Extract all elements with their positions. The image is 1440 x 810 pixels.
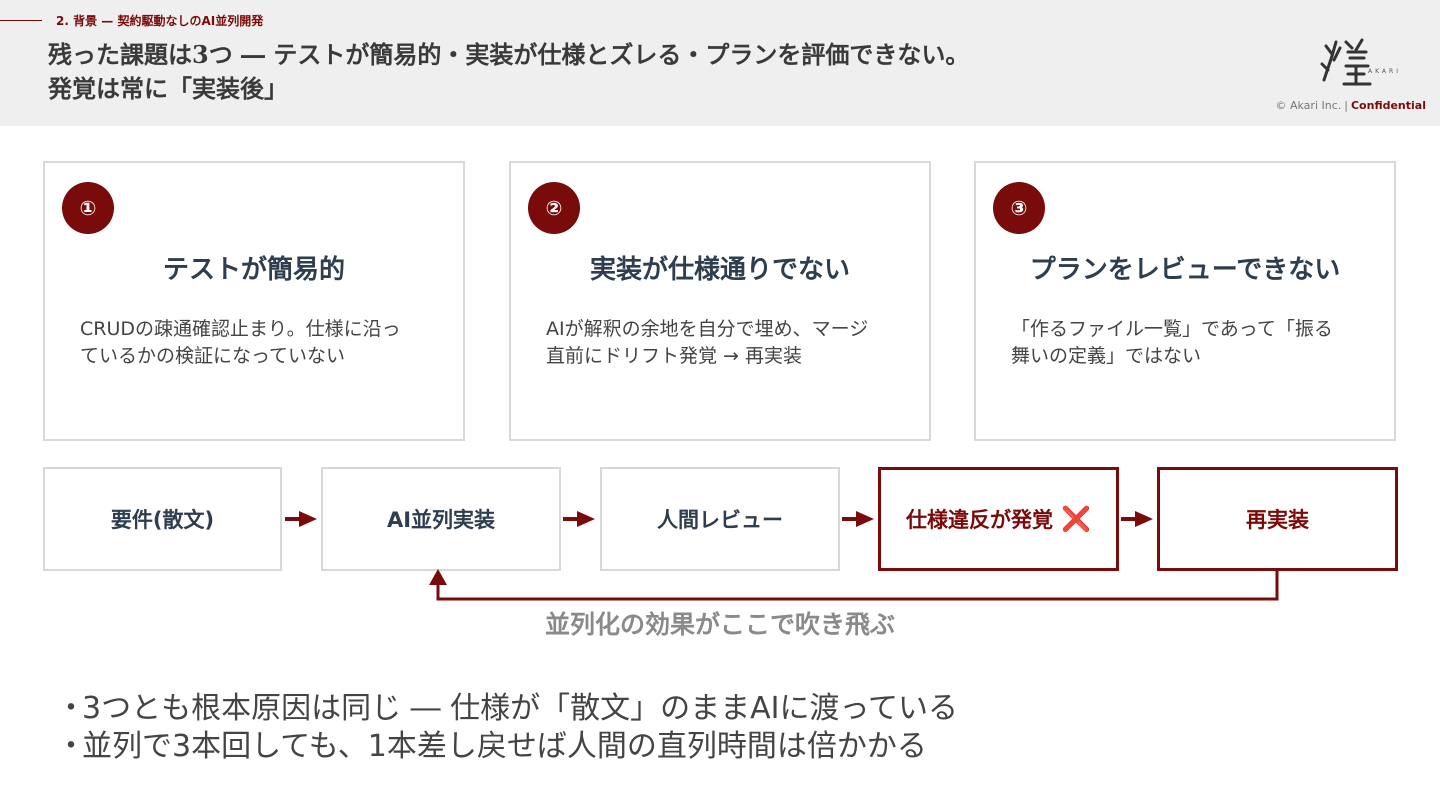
arrow-right-icon — [285, 511, 317, 527]
confidential-label: Confidential — [1350, 99, 1426, 112]
flow-step-label: 再実装 — [1246, 508, 1309, 532]
card-number-badge: ① — [62, 182, 114, 234]
bullet-mark: ・ — [56, 691, 86, 726]
card-title: テストが簡易的 — [162, 255, 345, 285]
section-divider — [0, 20, 42, 21]
logo-subtext: AKARI — [1368, 68, 1401, 75]
conclusion-item: ・3つとも根本原因は同じ ― 仕様が「散文」のままAIに渡っている — [56, 690, 958, 728]
conclusion-text: 3つとも根本原因は同じ ― 仕様が「散文」のままAIに渡っている — [82, 691, 959, 726]
flow-step-label: 人間レビュー — [657, 508, 783, 532]
arrow-right-icon — [563, 511, 595, 527]
conclusion-item: ・並列で3本回しても、1本差し戻せば人間の直列時間は倍かかる — [56, 728, 958, 766]
arrow-right-icon — [1121, 511, 1153, 527]
page-title: 残った課題は3つ ― テストが簡易的・実装が仕様とズレる・プランを評価できない。… — [48, 38, 1228, 106]
flow-step-reimplement: 再実装 — [1157, 467, 1398, 571]
card-number-badge: ② — [528, 182, 580, 234]
copyright-separator: | — [1344, 99, 1348, 112]
arrow-right-icon — [842, 511, 874, 527]
header-band: 2. 背景 — 契約駆動なしのAI並列開発 残った課題は3つ ― テストが簡易的… — [0, 0, 1440, 126]
akari-logo-icon — [1320, 38, 1372, 86]
flow-step-label: AI並列実装 — [386, 508, 496, 532]
flow-step-label: 要件(散文) — [110, 508, 215, 532]
title-line-2: 発覚は常に「実装後」 — [48, 74, 288, 103]
cross-icon: ❌ — [1061, 505, 1091, 533]
bullet-mark: ・ — [56, 729, 86, 764]
conclusion-list: ・3つとも根本原因は同じ ― 仕様が「散文」のままAIに渡っている ・並列で3本… — [56, 690, 958, 766]
conclusion-text: 並列で3本回しても、1本差し戻せば人間の直列時間は倍かかる — [82, 729, 927, 764]
flow-step-human-review: 人間レビュー — [600, 467, 840, 571]
issue-card-1: ① テストが簡易的 CRUDの疎通確認止まり。仕様に沿っているかの検証になってい… — [43, 161, 465, 441]
issue-card-3: ③ プランをレビューできない 「作るファイル一覧」であって「振る舞いの定義」では… — [974, 161, 1396, 441]
flow-step-ai-parallel: AI並列実装 — [321, 467, 561, 571]
copyright-text: © Akari Inc. — [1275, 99, 1342, 112]
card-number-badge: ③ — [993, 182, 1045, 234]
flow-step-requirements: 要件(散文) — [43, 467, 282, 571]
loop-caption: 並列化の効果がここで吹き飛ぶ — [544, 610, 895, 639]
flow-step-label: 仕様違反が発覚 — [906, 508, 1054, 532]
card-body: 「作るファイル一覧」であって「振る舞いの定義」ではない — [1011, 318, 1333, 367]
card-body: CRUDの疎通確認止まり。仕様に沿っているかの検証になっていない — [80, 318, 401, 367]
card-body: AIが解釈の余地を自分で埋め、マージ直前にドリフト発覚 → 再実装 — [546, 318, 869, 367]
copyright-note: © Akari Inc.|Confidential — [1275, 99, 1426, 112]
card-title: 実装が仕様通りでない — [589, 255, 850, 285]
title-line-1: 残った課題は3つ ― テストが簡易的・実装が仕様とズレる・プランを評価できない。 — [48, 40, 970, 69]
card-title: プランをレビューできない — [1029, 255, 1341, 285]
section-label: 2. 背景 — 契約駆動なしのAI並列開発 — [56, 14, 264, 28]
loop-back-arrow-icon — [429, 569, 1279, 601]
issue-card-2: ② 実装が仕様通りでない AIが解釈の余地を自分で埋め、マージ直前にドリフト発覚… — [509, 161, 931, 441]
flow-step-violation: 仕様違反が発覚 ❌ — [878, 467, 1119, 571]
